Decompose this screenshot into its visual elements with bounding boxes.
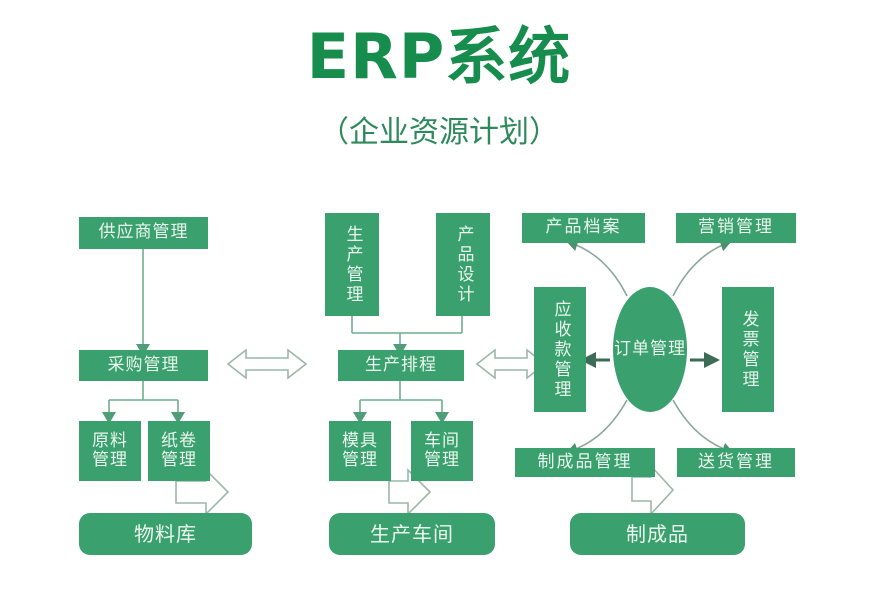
node-finished-goods[interactable]: 制成品 [570, 513, 745, 555]
node-order-mgmt[interactable]: 订单管理 [613, 287, 687, 412]
node-receivables-mgmt[interactable]: 应收款管理 [534, 287, 586, 412]
node-product-archive[interactable]: 产品档案 [522, 213, 645, 243]
node-material-warehouse[interactable]: 物料库 [79, 513, 252, 555]
node-delivery-mgmt[interactable]: 送货管理 [677, 448, 795, 477]
node-production-schedule[interactable]: 生产排程 [338, 350, 464, 381]
node-production-workshop[interactable]: 生产车间 [329, 513, 495, 555]
node-supplier-mgmt[interactable]: 供应商管理 [79, 217, 208, 249]
node-marketing-mgmt[interactable]: 营销管理 [676, 213, 796, 243]
node-paper-roll-mgmt[interactable]: 纸卷 管理 [148, 421, 210, 481]
node-product-design[interactable]: 产品设计 [436, 213, 490, 316]
page-subtitle: （企业资源计划） [319, 115, 559, 150]
node-invoice-mgmt[interactable]: 发票管理 [722, 287, 774, 412]
page-title: ERP系统 [306, 20, 572, 93]
node-raw-material-mgmt[interactable]: 原料 管理 [79, 421, 141, 481]
node-mould-mgmt[interactable]: 模具 管理 [329, 421, 391, 481]
node-production-mgmt[interactable]: 生产管理 [325, 213, 379, 316]
node-workshop-mgmt[interactable]: 车间 管理 [411, 421, 473, 481]
node-finished-goods-mgmt[interactable]: 制成品管理 [515, 448, 655, 477]
node-purchase-mgmt[interactable]: 采购管理 [79, 350, 208, 381]
